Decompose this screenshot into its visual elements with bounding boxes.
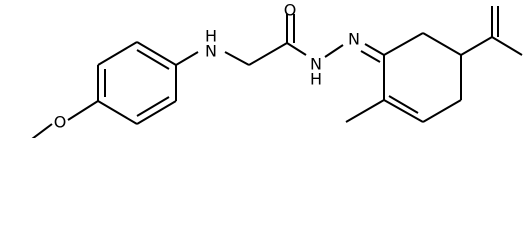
- bond-benzene-6: [97, 100, 138, 125]
- bond-ethyl-ch2-o: [31, 123, 53, 138]
- atom-label-imine-n: N: [348, 30, 360, 49]
- bond-ring-c5-c6-double: [388, 95, 419, 114]
- bond-ring-c1-c2: [383, 32, 424, 56]
- bond-ring-c4-c5: [422, 99, 462, 123]
- bond-isopropenyl-ch3: [491, 36, 523, 56]
- atom-label-hydrazide-n: N: [310, 55, 322, 74]
- bond-hydrazide-n-imine-n: [324, 44, 344, 58]
- atom-label-hydrazide-h: H: [310, 70, 322, 89]
- chemical-structure-diagram: O H N O N H N: [31, 1, 523, 138]
- atom-label-amine-h: H: [205, 27, 217, 46]
- bond-benzene-2: [97, 41, 138, 66]
- bond-aryl-nh: [175, 51, 199, 66]
- bond-carbonyl-nh: [286, 42, 307, 56]
- atom-label-ether-oxygen: O: [54, 113, 67, 132]
- bond-imine-n-c: [364, 43, 385, 56]
- bond-ch2-carbonyl: [248, 42, 288, 66]
- atom-label-amine-n: N: [205, 42, 217, 61]
- bond-benzene-5-double: [136, 96, 170, 117]
- bond-ring-methyl: [345, 99, 385, 123]
- bond-benzene-3: [136, 41, 177, 66]
- bond-ring-c5-c6: [383, 99, 424, 123]
- bond-ring-c2-c3: [422, 32, 462, 56]
- atom-label-carbonyl-oxygen: O: [284, 1, 297, 20]
- bond-benzene-5: [136, 100, 177, 125]
- bond-benzene-3-double: [136, 49, 170, 70]
- bond-o-aryl: [67, 100, 99, 121]
- bond-imine-n-c-double: [360, 50, 381, 63]
- bond-nh-ch2: [224, 51, 250, 66]
- bond-ring-isopropenyl: [460, 36, 493, 56]
